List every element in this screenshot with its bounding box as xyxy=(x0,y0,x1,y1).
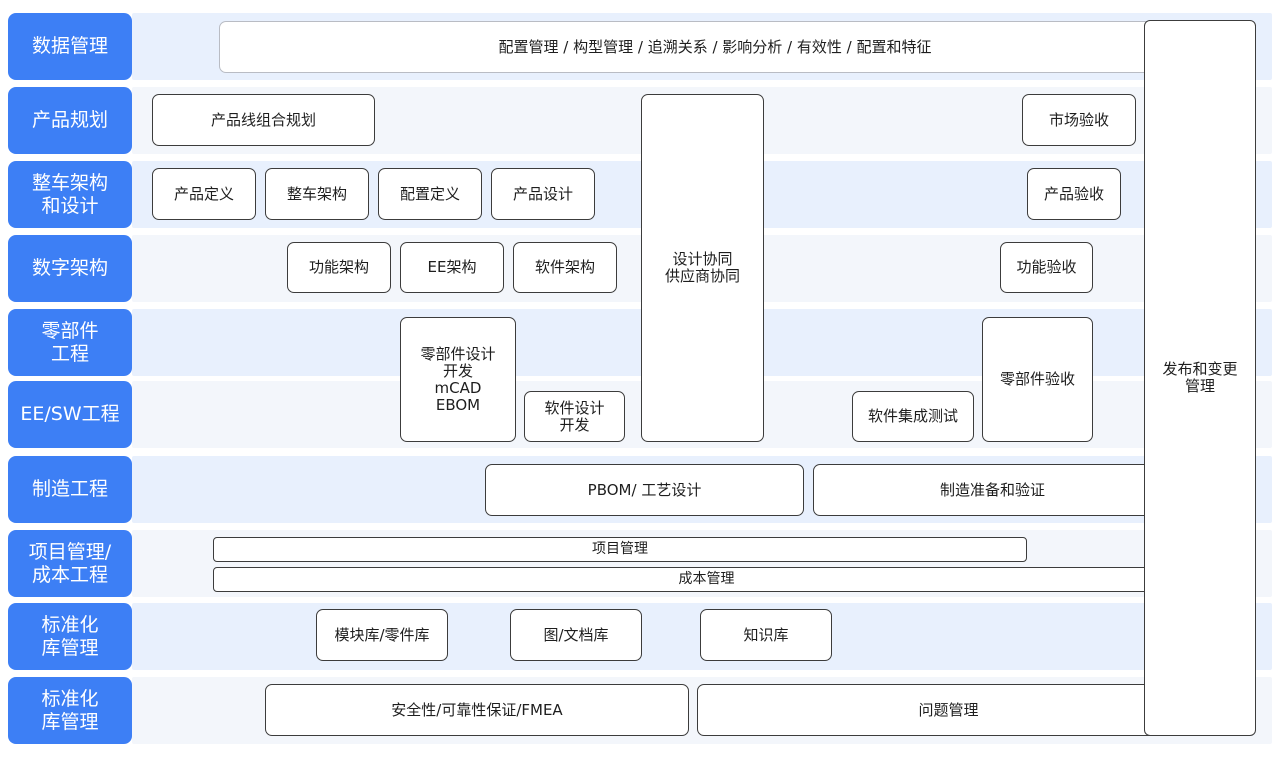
mfg-prep-validation-box: 制造准备和验证 xyxy=(813,464,1172,516)
software-architecture-box: 软件架构 xyxy=(513,242,617,293)
knowledge-lib-box: 知识库 xyxy=(700,609,832,661)
software-design-dev-box: 软件设计 开发 xyxy=(524,391,625,442)
software-integration-test-box: 软件集成测试 xyxy=(852,391,974,442)
safety-fmea-box: 安全性/可靠性保证/FMEA xyxy=(265,684,689,736)
row-label-part-engineering: 零部件 工程 xyxy=(8,309,132,376)
cost-mgmt-box: 成本管理 xyxy=(213,567,1200,592)
row-label-digital-arch: 数字架构 xyxy=(8,235,132,302)
pbom-process-box: PBOM/ 工艺设计 xyxy=(485,464,804,516)
vehicle-architecture-box: 整车架构 xyxy=(265,168,369,220)
product-line-planning-box: 产品线组合规划 xyxy=(152,94,375,146)
row-label-ee-sw: EE/SW工程 xyxy=(8,381,132,448)
product-acceptance-box: 产品验收 xyxy=(1027,168,1121,220)
row-label-data-management: 数据管理 xyxy=(8,13,132,80)
row-label-standard-lib-1: 标准化 库管理 xyxy=(8,603,132,670)
function-architecture-box: 功能架构 xyxy=(287,242,391,293)
row-label-product-planning: 产品规划 xyxy=(8,87,132,154)
part-design-dev-box: 零部件设计 开发 mCAD EBOM xyxy=(400,317,516,442)
row-label-manufacturing: 制造工程 xyxy=(8,456,132,523)
row-label-vehicle-arch: 整车架构 和设计 xyxy=(8,161,132,228)
part-acceptance-box: 零部件验收 xyxy=(982,317,1093,442)
data-mgmt-box: 配置管理 / 构型管理 / 追溯关系 / 影响分析 / 有效性 / 配置和特征 xyxy=(219,21,1211,73)
ee-architecture-box: EE架构 xyxy=(400,242,504,293)
config-definition-box: 配置定义 xyxy=(378,168,482,220)
product-design-box: 产品设计 xyxy=(491,168,595,220)
product-definition-box: 产品定义 xyxy=(152,168,256,220)
row-label-project-cost: 项目管理/ 成本工程 xyxy=(8,530,132,597)
design-collaboration-box: 设计协同 供应商协同 xyxy=(641,94,764,442)
drawing-doc-lib-box: 图/文档库 xyxy=(510,609,642,661)
function-acceptance-box: 功能验收 xyxy=(1000,242,1093,293)
market-acceptance-box: 市场验收 xyxy=(1022,94,1136,146)
module-part-lib-box: 模块库/零件库 xyxy=(316,609,448,661)
release-change-mgmt-box: 发布和变更 管理 xyxy=(1144,20,1256,736)
issue-mgmt-box: 问题管理 xyxy=(697,684,1200,736)
project-mgmt-box: 项目管理 xyxy=(213,537,1027,562)
row-label-standard-lib-2: 标准化 库管理 xyxy=(8,677,132,744)
